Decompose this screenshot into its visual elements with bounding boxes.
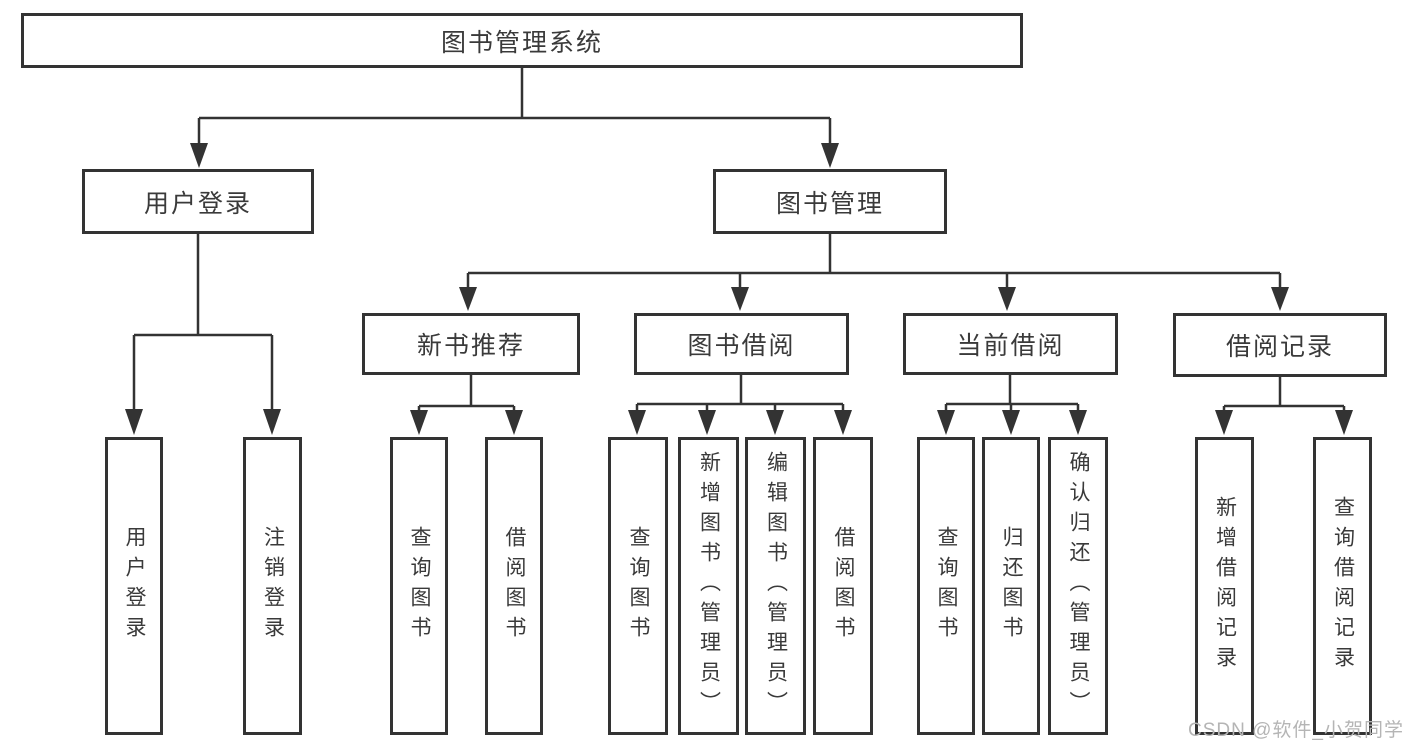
node-current-borrow: 当前借阅 (903, 313, 1118, 375)
node-book-borrow: 图书借阅 (634, 313, 849, 375)
node-new-book-recommend: 新书推荐 (362, 313, 580, 375)
leaf-query-borrow-record: 查询借阅记录 (1313, 437, 1372, 735)
leaf-label: 归还图书 (1000, 526, 1023, 646)
leaf-label: 查询借阅记录 (1331, 496, 1355, 676)
node-book-management: 图书管理 (713, 169, 947, 234)
leaf-label: 查询图书 (935, 526, 958, 646)
leaf-user-login: 用户登录 (105, 437, 163, 735)
node-user-login: 用户登录 (82, 169, 314, 234)
leaf-confirm-return-admin: 确认归还（管理员） (1048, 437, 1108, 735)
csdn-watermark: CSDN @软件_小贺同学 (1188, 720, 1404, 741)
leaf-borrow-books-recommend: 借阅图书 (485, 437, 543, 735)
leaf-borrow-books: 借阅图书 (813, 437, 873, 735)
leaf-label: 用户登录 (123, 526, 146, 646)
leaf-label: 查询图书 (627, 526, 650, 646)
leaf-label: 编辑图书（管理员） (764, 451, 788, 721)
leaf-label: 借阅图书 (832, 526, 855, 646)
leaf-label: 查询图书 (408, 526, 431, 646)
leaf-return-books: 归还图书 (982, 437, 1040, 735)
leaf-label: 注销登录 (261, 526, 285, 646)
leaf-label: 新增借阅记录 (1213, 496, 1237, 676)
leaf-query-books-recommend: 查询图书 (390, 437, 448, 735)
leaf-logout: 注销登录 (243, 437, 302, 735)
node-library-system: 图书管理系统 (21, 13, 1023, 68)
node-borrow-records: 借阅记录 (1173, 313, 1387, 377)
leaf-query-books-current: 查询图书 (917, 437, 975, 735)
leaf-label: 确认归还（管理员） (1067, 451, 1090, 721)
leaf-edit-books-admin: 编辑图书（管理员） (745, 437, 806, 735)
leaf-add-borrow-record: 新增借阅记录 (1195, 437, 1254, 735)
leaf-query-books-borrow: 查询图书 (608, 437, 668, 735)
leaf-add-books-admin: 新增图书（管理员） (678, 437, 739, 735)
leaf-label: 借阅图书 (503, 526, 526, 646)
leaf-label: 新增图书（管理员） (697, 451, 721, 721)
